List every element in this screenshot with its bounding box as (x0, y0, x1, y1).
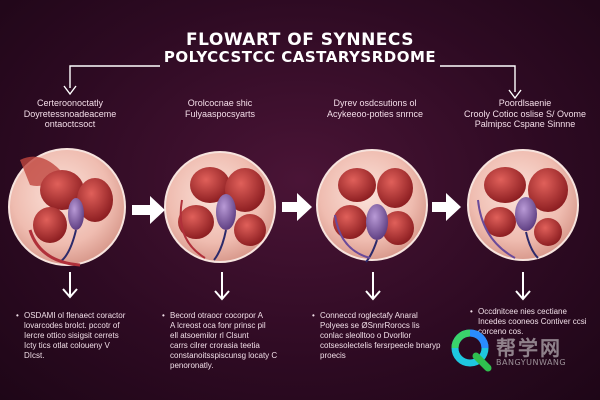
note-line: cotsesolectelis fersrpeecle bnaryp (320, 341, 441, 350)
note-line: carrs cilrer crorasia teetia (170, 341, 260, 350)
title-connector-left (69, 65, 160, 88)
note-line: Iercre ottico sisigsit cerrets (24, 331, 119, 340)
connector-arrowhead-left (63, 85, 77, 96)
note-line: Becord otraocr cocorpor A (170, 311, 263, 320)
watermark-cn-text: 帮学网 (496, 336, 562, 360)
note-line: DIcst. (24, 351, 45, 360)
caption-line: Fulyaaspocsyarts (184, 108, 256, 119)
note-line: Polyees se ØSnnrRorocs lis (320, 321, 420, 330)
stage-2-caption: Orolcocnae shic Fulyaaspocsyarts (160, 98, 280, 119)
note-line: Occdnitcee nies cectiane (478, 307, 567, 316)
stage-2-illustration (164, 151, 276, 263)
arrow-down-4 (515, 272, 531, 301)
bullet-icon: • (16, 311, 19, 320)
note-line: proecis (320, 351, 346, 360)
note-line: Icty tics otlat coloueny V (24, 341, 110, 350)
stage-3-note: • Conneccd roglectafy Anaral Polyees se … (312, 311, 445, 361)
watermark-logo: 帮学网 BANGYUNWANG (450, 328, 590, 376)
arrow-right-1 (132, 196, 165, 224)
bullet-icon: • (162, 311, 165, 320)
note-line: OSDAMI ol flenaect coractor (24, 311, 126, 320)
caption-line: Poordlsaenie (498, 98, 552, 108)
arrow-down-1 (62, 272, 78, 299)
diagram-title-line1: FLOWART OF SYNNECS (186, 30, 414, 50)
stage-2-note: • Becord otraocr cocorpor A A lcreost oc… (162, 311, 295, 371)
note-line: corceno cos. (478, 327, 524, 336)
caption-line: Crooly Cotioc oslise S/ Ovome (463, 108, 587, 119)
note-line: conlac sleolltoo o Dvorllor (320, 331, 412, 340)
arrow-down-3 (365, 272, 381, 301)
stage-3-caption: Dyrev osdcsutions ol Acykeeoo-poties snr… (310, 98, 440, 119)
watermark-en-text: BANGYUNWANG (496, 358, 567, 367)
note-line: A lcreost oca fonr prinsc pil (170, 321, 266, 330)
note-line: penoronatly. (170, 361, 214, 370)
stage-1-note: • OSDAMI ol flenaect coractor lovarcodes… (16, 311, 144, 361)
caption-line: ontaoctcsoct (44, 119, 96, 129)
stage-1-illustration (8, 148, 126, 267)
logo-q-icon (451, 329, 492, 372)
arrow-right-3 (432, 193, 461, 221)
note-line: Conneccd roglectafy Anaral (320, 311, 418, 320)
bullet-icon: • (312, 311, 315, 320)
note-line: constanoitsspiscunsg locaty C (170, 351, 278, 360)
arrow-down-2 (214, 272, 230, 301)
bullet-icon: • (470, 307, 473, 316)
note-line: ell atsoemilor rl Clsunt (170, 331, 249, 340)
stage-4-illustration (467, 149, 579, 261)
diagram-title-line2: POLYCCSTCC CASTARYSRDOME (163, 48, 437, 66)
stage-4-caption: Poordlsaenie Crooly Cotioc oslise S/ Ovo… (455, 98, 595, 130)
caption-line: Doyretessnoadeaceme (23, 108, 117, 119)
arrow-right-2 (282, 193, 312, 221)
caption-line: Acykeeoo-poties snrnce (326, 108, 424, 119)
note-line: Incedes cooneos Contiver ccsi (478, 317, 587, 326)
caption-line: Certeroonoctatly (36, 98, 104, 108)
stage-4-note: • Occdnitcee nies cectiane Incedes coone… (470, 307, 596, 337)
connector-arrowhead-right (508, 89, 522, 100)
stage-3-illustration (316, 149, 428, 263)
caption-line: Orolcocnae shic (187, 98, 253, 108)
stage-1-caption: Certeroonoctatly Doyretessnoadeaceme ont… (10, 98, 130, 130)
note-line: lovarcodes brolct. pccotr of (24, 321, 120, 330)
caption-line: Palmipsc Cspane Sinnne (474, 119, 576, 129)
title-connector-right (440, 65, 516, 92)
caption-line: Dyrev osdcsutions ol (333, 98, 417, 108)
